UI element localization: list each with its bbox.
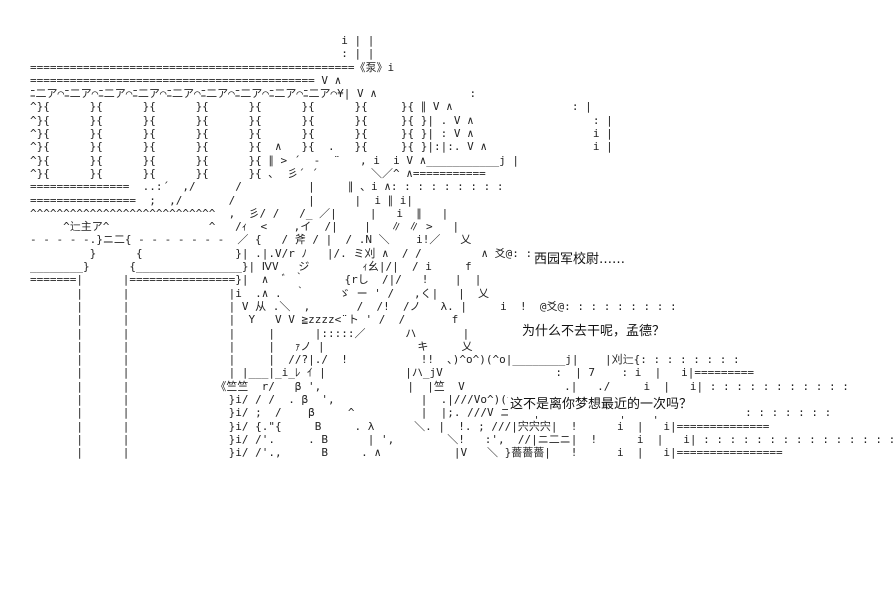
speech-bubble-3-text: 这不是离你梦想最近的一次吗？ [508,394,738,416]
ascii-art-text: i | | : | | ============================… [30,34,896,460]
speech-bubble-1-text: 西园军校尉…… [532,250,654,270]
speech-bubble-2-text: 为什么不去干呢，孟德？ [520,321,702,343]
